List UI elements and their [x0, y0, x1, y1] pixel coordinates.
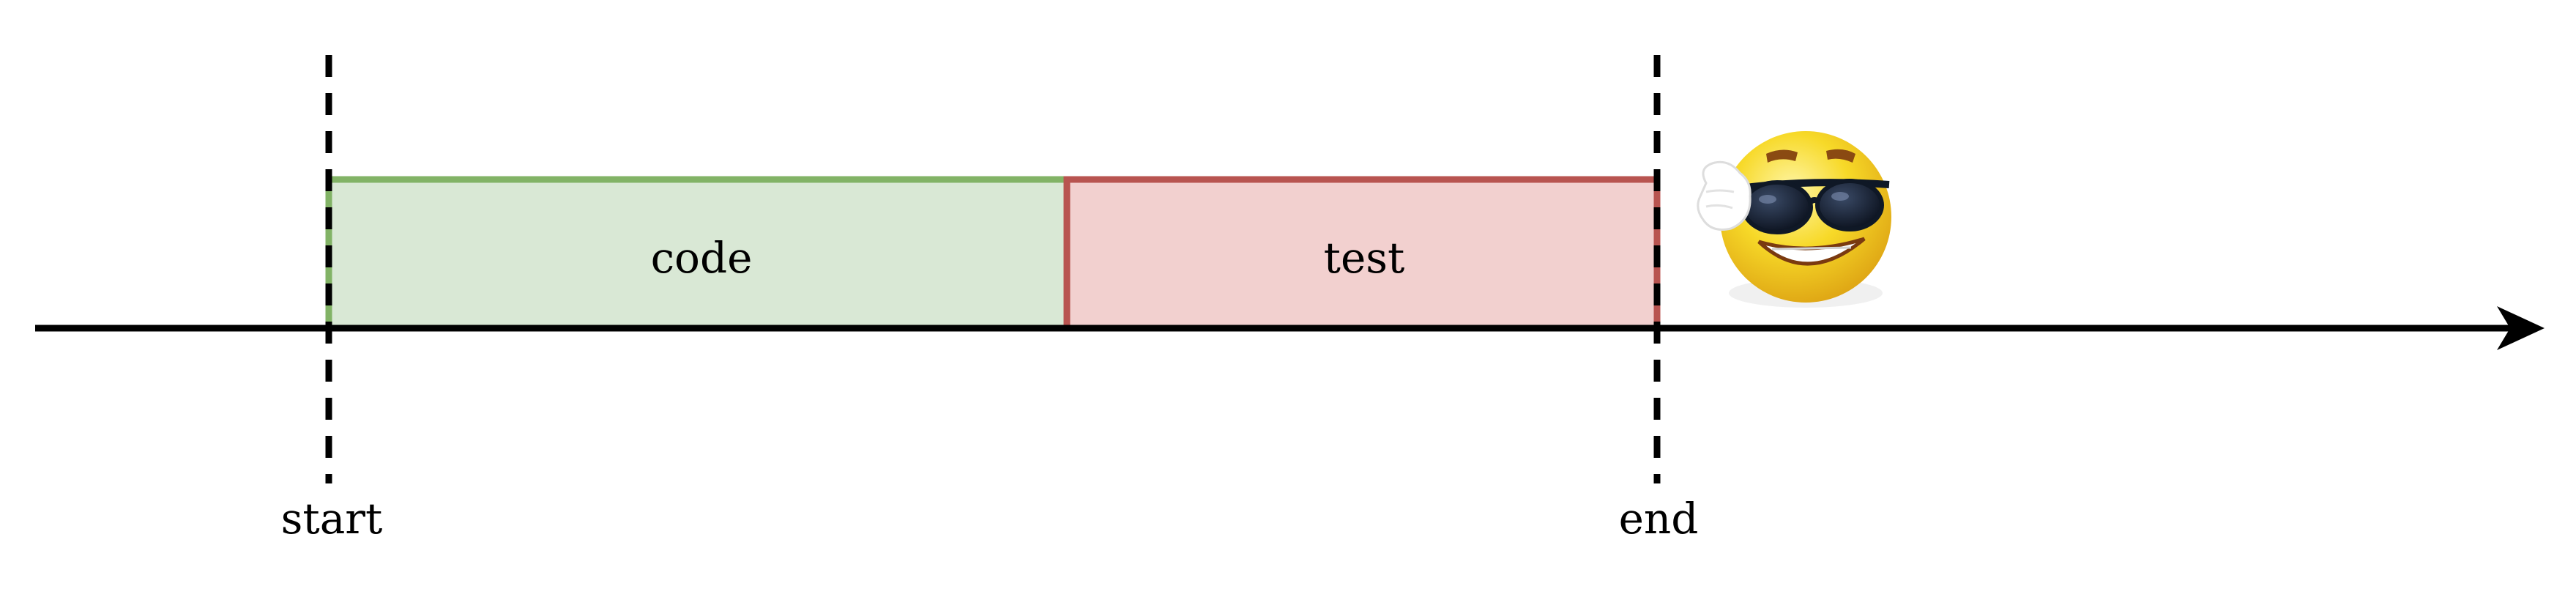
- start-label: start: [281, 494, 383, 544]
- phase-test-label: test: [1324, 233, 1405, 283]
- cool-sunglasses-emoji-icon: [1697, 131, 1891, 308]
- end-label: end: [1619, 494, 1699, 544]
- phase-code-label: code: [651, 233, 753, 283]
- phase-test-box: [1063, 176, 1661, 332]
- time-axis-arrowhead: [2497, 306, 2545, 350]
